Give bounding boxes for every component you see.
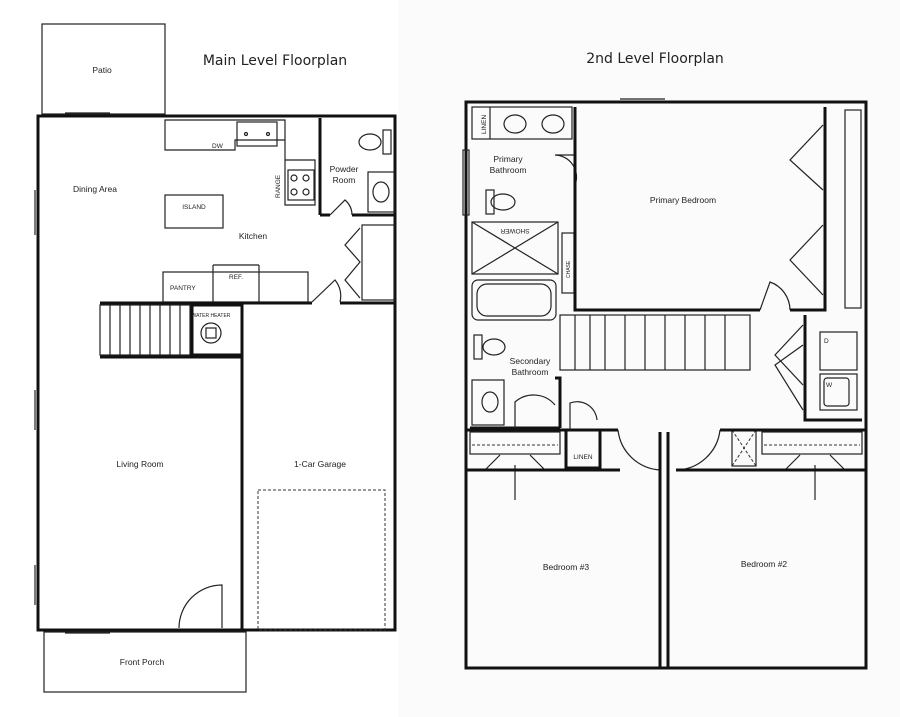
bed3-label: Bedroom #3: [543, 562, 590, 572]
water-heater-closet: [190, 303, 244, 357]
patio: [41, 23, 166, 115]
door-swing: [569, 401, 598, 430]
primary-bath-label-2: Bathroom: [490, 165, 527, 175]
vanity: [471, 106, 573, 140]
main-level-floorplan: Main Level Floorplan Patio DW RANGE Dini…: [34, 23, 397, 693]
living-label: Living Room: [116, 459, 163, 469]
powder-wall: [318, 118, 395, 217]
second-outer-wall: [464, 100, 868, 670]
dw-label: DW: [212, 143, 224, 150]
bathtub: [471, 279, 557, 321]
toilet: [358, 133, 382, 151]
stairs: [99, 304, 191, 356]
bed2-label: Bedroom #2: [741, 559, 788, 569]
door-swing: [759, 281, 791, 311]
sink: [367, 171, 395, 213]
kitchen-counter: [164, 119, 316, 206]
garage-door-track: [257, 489, 386, 631]
linen-closet: [564, 428, 602, 470]
door-swing: [329, 199, 353, 216]
closet: [761, 431, 863, 455]
second-level-title: 2nd Level Floorplan: [586, 51, 724, 67]
closet: [469, 431, 561, 455]
closet: [361, 224, 395, 301]
bifold-door: [789, 124, 824, 296]
shower-label: SHOWER: [500, 227, 530, 234]
washer: [819, 373, 858, 411]
dryer-label: D: [824, 338, 829, 345]
powder-label-1: Powder: [330, 164, 359, 174]
toilet: [490, 193, 516, 211]
porch-label: Front Porch: [120, 657, 165, 667]
patio-label: Patio: [92, 65, 112, 75]
stairs: [559, 314, 751, 371]
front-porch: [43, 631, 247, 693]
bedroom-walls: [466, 432, 866, 668]
door-swing: [514, 394, 556, 428]
front-door: [178, 584, 223, 629]
shower: [471, 221, 559, 275]
range-label: RANGE: [275, 174, 282, 198]
door-swing: [617, 429, 661, 471]
primary-bed-wall: [573, 107, 827, 312]
kitchen-label: Kitchen: [239, 231, 268, 241]
linen-label: LINEN: [573, 454, 592, 461]
bifold-door: [774, 324, 804, 411]
island: [164, 194, 224, 229]
ref-label: REF.: [229, 274, 243, 281]
primary-bath-label-1: Primary: [493, 154, 523, 164]
toilet: [482, 338, 506, 356]
secondary-bath-label-2: Bathroom: [512, 367, 549, 377]
chase-label: CHASE: [566, 260, 572, 278]
main-level-title: Main Level Floorplan: [203, 53, 347, 69]
dryer: [819, 331, 858, 371]
sink: [236, 121, 278, 147]
main-outer-wall: [36, 114, 397, 632]
island-label: ISLAND: [182, 204, 206, 211]
door-swing: [311, 279, 342, 303]
water-heater: [200, 322, 222, 344]
range: [287, 169, 315, 201]
primary-bed-label: Primary Bedroom: [650, 195, 716, 205]
powder-label-2: Room: [333, 175, 356, 185]
water-heater-label: WATER HEATER: [192, 313, 231, 319]
window: [462, 149, 470, 216]
sink: [471, 379, 505, 426]
secondary-bath-label-1: Secondary: [510, 356, 551, 366]
washer-label: W: [826, 382, 833, 389]
linen-top-label: LINEN: [481, 115, 488, 134]
bifold-door: [344, 227, 361, 299]
pantry-label: PANTRY: [170, 285, 196, 292]
closet: [844, 109, 862, 309]
second-level-floorplan: 2nd Level Floorplan LINEN Primary Bathro…: [462, 51, 868, 670]
garage-label: 1-Car Garage: [294, 459, 346, 469]
dining-label: Dining Area: [73, 184, 117, 194]
